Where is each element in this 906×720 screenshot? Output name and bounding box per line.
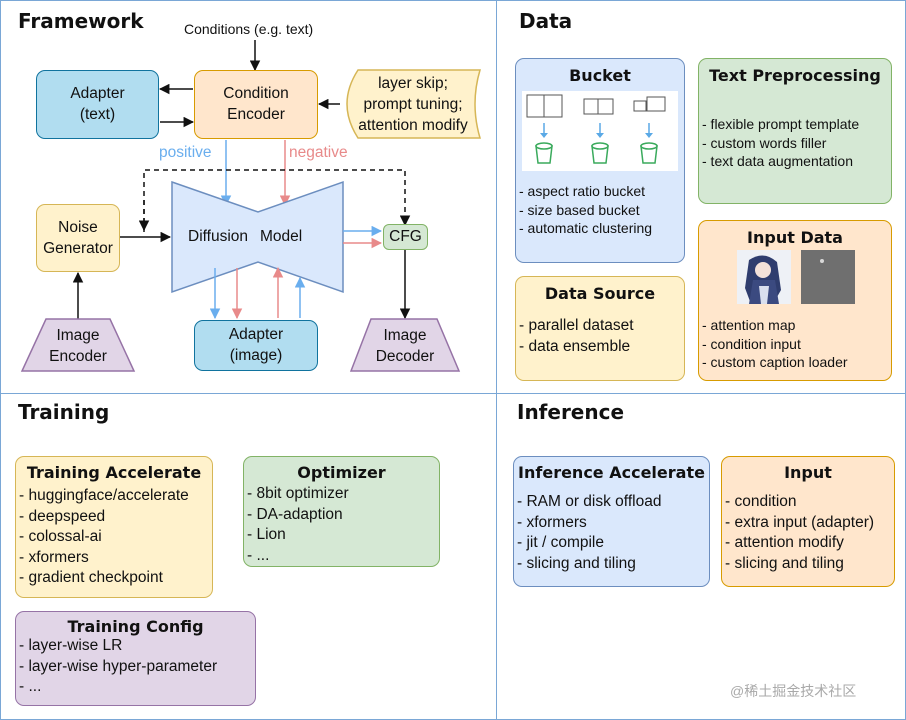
negative-label: negative [289, 144, 348, 161]
bucket-title: Bucket [569, 66, 631, 85]
training-title: Training [18, 400, 110, 424]
training-config-title: Training Config [67, 617, 204, 636]
condition-encoder-label: Condition Encoder [223, 85, 289, 123]
conditions-label: Conditions (e.g. text) [184, 21, 314, 37]
diffusion-model-shape [171, 180, 344, 294]
inference-input-title: Input [784, 463, 832, 482]
inference-input-items: - condition - extra input (adapter) - at… [725, 493, 875, 572]
data-source-box: Data Source - parallel dataset - data en… [515, 276, 685, 381]
vertical-divider [496, 0, 497, 720]
training-accelerate-box: Training Accelerate - huggingface/accele… [15, 456, 213, 598]
adapter-image-label: Adapter (image) [228, 326, 284, 364]
bucket-items: - aspect ratio bucket - size based bucke… [519, 183, 653, 236]
model-label: Model [260, 228, 303, 245]
condition-encoder-box: Condition Encoder [194, 70, 318, 139]
data-source-title: Data Source [544, 284, 656, 303]
bucket-illustration [522, 91, 678, 171]
text-preprocessing-title: Text Preprocessing [709, 66, 881, 85]
anime-character-image [737, 250, 791, 304]
positive-label: positive [159, 144, 212, 161]
anime-character-svg [737, 250, 791, 304]
watermark: @稀土掘金技术社区 [730, 683, 857, 699]
bucket-box: Bucket - aspect ratio bucket - size base… [515, 58, 685, 263]
diffusion-label: Diffusion [188, 228, 249, 245]
layer-skip-shape [346, 69, 482, 139]
text-preprocessing-box: Text Preprocessing - flexible prompt tem… [698, 58, 892, 204]
image-decoder-label: Image Decoder [375, 327, 435, 365]
inference-input-box: Input - condition - extra input (adapter… [721, 456, 895, 587]
data-source-items: - parallel dataset - data ensemble [519, 317, 634, 355]
inference-accelerate-title: Inference Accelerate [518, 463, 705, 482]
adapter-text-label: Adapter (text) [70, 85, 125, 123]
bucket-illustration-svg [526, 94, 666, 164]
adapter-image-box: Adapter (image) [194, 320, 318, 371]
text-preprocessing-items: - flexible prompt template - custom word… [702, 116, 860, 169]
training-config-items: - layer-wise LR - layer-wise hyper-param… [19, 637, 218, 695]
noise-generator-label: Noise Generator [43, 219, 113, 257]
input-data-items: - attention map - condition input - cust… [702, 317, 848, 370]
training-config-box: Training Config - layer-wise LR - layer-… [15, 611, 256, 706]
optimizer-items: - 8bit optimizer - DA-adaption - Lion - … [247, 485, 349, 564]
noise-generator-box: Noise Generator [36, 204, 120, 272]
inference-accelerate-items: - RAM or disk offload - xformers - jit /… [517, 493, 662, 572]
cfg-label: CFG [389, 228, 422, 245]
image-encoder-label: Image Encoder [49, 327, 107, 365]
attention-map-image [801, 250, 855, 304]
horizontal-divider [0, 393, 906, 394]
image-decoder-shape [349, 318, 461, 372]
inference-accelerate-box: Inference Accelerate - RAM or disk offlo… [513, 456, 710, 587]
input-data-box: Input Data - attention map - condition i… [698, 220, 892, 381]
training-accelerate-items: - huggingface/accelerate - deepspeed - c… [19, 487, 189, 586]
input-data-title: Input Data [747, 228, 843, 247]
attention-map-spot [820, 259, 824, 263]
data-title: Data [519, 9, 573, 33]
framework-title: Framework [18, 9, 144, 33]
adapter-text-box: Adapter (text) [36, 70, 159, 139]
layer-skip-label: layer skip; prompt tuning; attention mod… [358, 75, 468, 134]
training-accelerate-title: Training Accelerate [26, 463, 202, 482]
cfg-box: CFG [383, 224, 428, 250]
inference-title: Inference [517, 400, 625, 424]
optimizer-title: Optimizer [297, 463, 386, 482]
image-encoder-shape [20, 318, 136, 372]
optimizer-box: Optimizer - 8bit optimizer - DA-adaption… [243, 456, 440, 567]
